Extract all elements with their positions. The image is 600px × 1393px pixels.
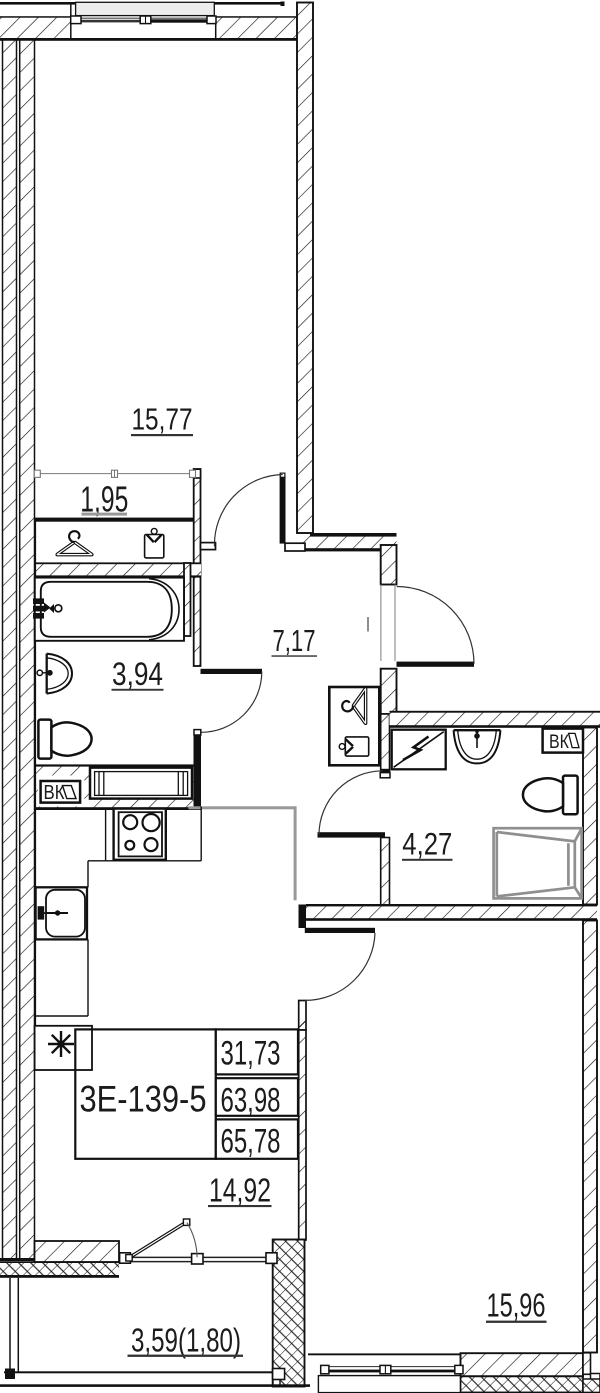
svg-text:ВК: ВК	[549, 731, 570, 753]
svg-text:3,94: 3,94	[112, 656, 163, 692]
svg-text:63,98: 63,98	[221, 1082, 281, 1120]
svg-text:14,92: 14,92	[209, 1172, 271, 1209]
svg-text:4,27: 4,27	[402, 826, 452, 862]
svg-text:ВК: ВК	[44, 781, 65, 804]
svg-text:7,17: 7,17	[273, 623, 316, 658]
svg-text:15,96: 15,96	[487, 1287, 546, 1324]
svg-text:3Е-139-5: 3Е-139-5	[80, 1079, 207, 1120]
svg-text:15,77: 15,77	[132, 402, 193, 437]
svg-text:31,73: 31,73	[221, 1035, 281, 1073]
svg-text:3,59(1,80): 3,59(1,80)	[131, 1322, 241, 1359]
svg-text:65,78: 65,78	[221, 1123, 281, 1161]
